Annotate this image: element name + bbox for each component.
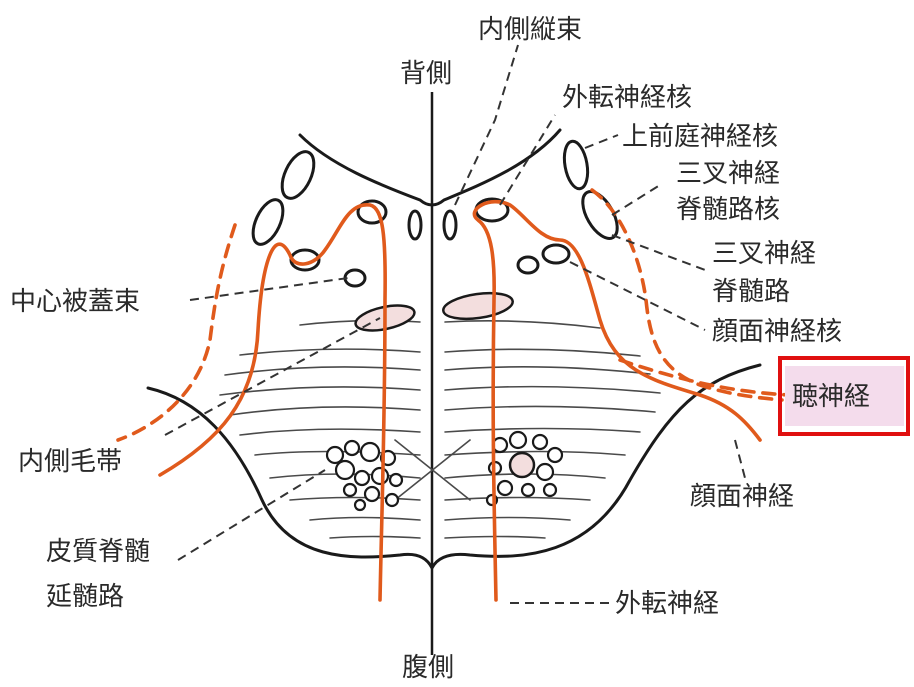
label-central-tegmental-tract: 中心被蓋束 bbox=[10, 287, 140, 317]
medial-lemniscus-right bbox=[442, 289, 515, 323]
label-facial-nucleus: 顔面神経核 bbox=[712, 317, 842, 347]
corticospinal-cluster-right bbox=[487, 432, 562, 505]
label-spinal-trigeminal-nucleus-1: 三叉神経 bbox=[676, 159, 780, 189]
facial-nerve-path-left bbox=[160, 205, 385, 600]
label-facial-nerve: 顔面神経 bbox=[690, 482, 794, 512]
label-corticospinal-2: 延髄路 bbox=[46, 582, 124, 612]
mlf-right bbox=[444, 211, 456, 239]
label-superior-vestibular-nucleus: 上前庭神経核 bbox=[622, 122, 778, 152]
central-tegmental-right bbox=[518, 257, 538, 273]
superior-vestibular-nucleus-left bbox=[276, 147, 321, 203]
label-spinal-trigeminal-tract-1: 三叉神経 bbox=[712, 239, 816, 269]
label-abducens-nucleus: 外転神経核 bbox=[562, 83, 692, 113]
dorsal-outline bbox=[300, 130, 560, 205]
trigeminal-tract-left bbox=[118, 225, 235, 440]
central-tegmental-left bbox=[345, 270, 365, 286]
mlf-left bbox=[409, 211, 421, 239]
spinal-trigeminal-nucleus-left bbox=[247, 195, 289, 249]
label-spinal-trigeminal-nucleus-2: 脊髄路核 bbox=[676, 195, 780, 225]
label-abducens-nerve: 外転神経 bbox=[615, 589, 719, 619]
label-auditory-nerve: 聴神経 bbox=[792, 382, 870, 412]
label-corticospinal-1: 皮質脊髄 bbox=[46, 537, 150, 567]
label-dorsal: 背側 bbox=[400, 59, 452, 89]
label-medial-lemniscus: 内側毛帯 bbox=[18, 447, 122, 477]
pontine-fibres bbox=[220, 321, 660, 538]
facial-nucleus-right bbox=[543, 245, 569, 263]
corticospinal-cluster-left bbox=[327, 441, 402, 510]
label-ventral: 腹側 bbox=[402, 653, 454, 682]
label-mlf: 内側縦束 bbox=[478, 15, 582, 45]
label-spinal-trigeminal-tract-2: 脊髄路 bbox=[712, 277, 790, 307]
